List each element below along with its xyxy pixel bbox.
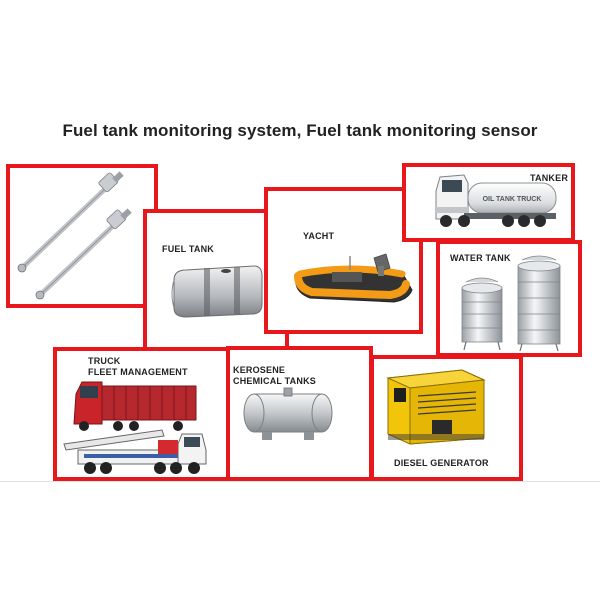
baseline-divider: [0, 481, 600, 482]
water-tank-icon: [461, 255, 561, 352]
oil-tank-truck-icon: OIL TANK TRUCK: [435, 174, 557, 227]
panel-label-tanker: TANKER: [530, 173, 569, 183]
panel-label-kerosene: KEROSENE CHEMICAL TANKS: [233, 365, 316, 386]
truck-icon: [63, 381, 207, 474]
fuel-level-sensor-probe-icon: [17, 171, 132, 300]
tanker-truck-text: OIL TANK TRUCK: [483, 196, 542, 203]
chemical-tank-icon: [243, 387, 333, 440]
panel-yacht: [264, 187, 423, 334]
panel-label-water-tank: WATER TANK: [450, 253, 511, 263]
panel-sensor: [6, 164, 158, 308]
inflatable-boat-icon: [294, 253, 413, 303]
panel-label-generator: DIESEL GENERATOR: [394, 458, 489, 468]
fuel-tank-icon: [171, 265, 263, 318]
panel-label-yacht: YACHT: [303, 231, 335, 241]
panel-label-truck: TRUCK FLEET MANAGEMENT: [88, 356, 188, 377]
panel-label-fuel-tank: FUEL TANK: [162, 244, 214, 254]
diesel-generator-icon: [386, 369, 486, 445]
page-title: Fuel tank monitoring system, Fuel tank m…: [62, 121, 538, 140]
